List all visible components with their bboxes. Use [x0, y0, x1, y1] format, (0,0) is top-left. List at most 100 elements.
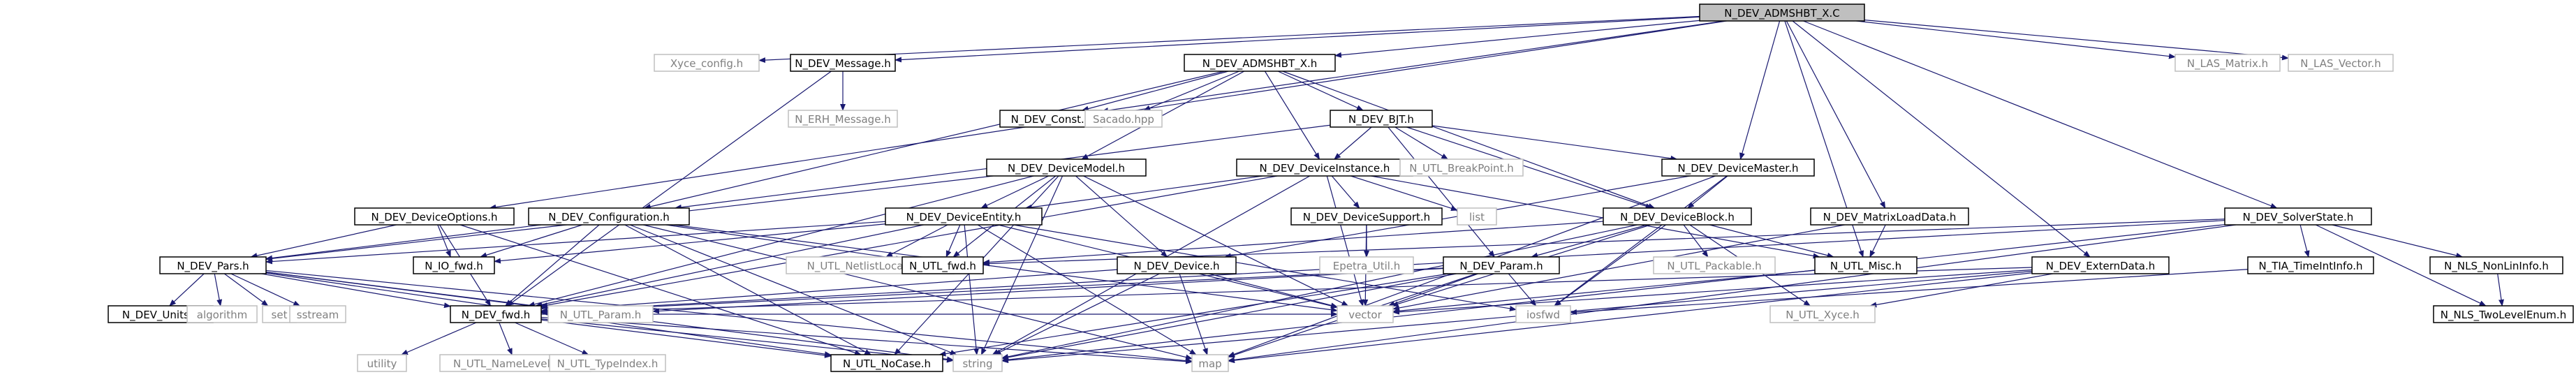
node-label: N_UTL_NameLevelKey.h	[453, 357, 577, 371]
node-label: algorithm	[197, 309, 247, 321]
node-io-fwd[interactable]: N_IO_fwd.h	[413, 256, 495, 274]
node-list: list	[1457, 207, 1497, 226]
node-nls-twolevelenum[interactable]: N_NLS_TwoLevelEnum.h	[2433, 305, 2574, 323]
edge-deviceoptions-to-io_fwd	[437, 224, 451, 258]
node-box	[885, 207, 1043, 226]
node-box	[1443, 256, 1560, 274]
node-map: map	[1191, 354, 1229, 372]
node-box	[2433, 305, 2574, 323]
edge-solverstate-to-utl_fwd	[982, 219, 2225, 267]
node-xyce-config: Xyce_config.h	[654, 54, 760, 72]
node-bjt[interactable]: N_DEV_BJT.h	[1330, 110, 1433, 128]
node-deviceinstance[interactable]: N_DEV_DeviceInstance.h	[1236, 158, 1413, 177]
edge-param-to-utl_param	[652, 267, 1444, 314]
node-deviceblock[interactable]: N_DEV_DeviceBlock.h	[1603, 207, 1752, 226]
node-box	[1814, 256, 1918, 274]
node-box	[1653, 256, 1776, 274]
node-string: string	[952, 354, 1003, 372]
node-box	[1603, 207, 1752, 226]
edge-matrixloaddata-to-utl_misc	[1869, 224, 1886, 258]
edge-bjt-to-devicemaster	[1431, 125, 1678, 161]
node-label: N_UTL_BreakPoint.h	[1409, 162, 1513, 175]
node-message[interactable]: N_DEV_Message.h	[790, 54, 896, 72]
edge-admshbt_h-to-deviceblock	[1282, 71, 1656, 209]
node-label: list	[1469, 211, 1485, 223]
node-utl-fwd[interactable]: N_UTL_fwd.h	[901, 256, 984, 274]
node-dev-fwd[interactable]: N_DEV_fwd.h	[450, 305, 542, 323]
node-utility: utility	[357, 354, 407, 372]
edge-deviceblock-to-utl_misc	[1709, 224, 1834, 258]
node-box	[159, 256, 267, 274]
edge-configuration-to-string	[629, 224, 957, 355]
node-device[interactable]: N_DEV_Device.h	[1117, 256, 1237, 274]
edge-bjt-to-deviceinstance	[1334, 126, 1372, 160]
edge-devicemodel-to-deviceentity	[980, 175, 1050, 209]
node-box	[1661, 158, 1815, 177]
node-box	[1515, 305, 1571, 323]
edge-pars-to-dev_fwd	[261, 273, 451, 309]
edge-configuration-to-map	[643, 224, 1193, 360]
edge-tia_timeintinfo-to-iosfwd	[1570, 269, 2249, 315]
node-deviceoptions[interactable]: N_DEV_DeviceOptions.h	[354, 207, 515, 226]
node-pars[interactable]: N_DEV_Pars.h	[159, 256, 267, 274]
edge-root-to-admshbt_h	[1334, 20, 1700, 58]
node-label: N_DEV_SolverState.h	[2243, 211, 2354, 224]
node-label: N_DEV_fwd.h	[462, 309, 531, 322]
edge-matrixloaddata-to-vector	[1392, 224, 1845, 311]
edge-externdata-to-map	[1228, 272, 2033, 364]
edge-configuration-to-dev_fwd	[505, 224, 600, 307]
edge-deviceinstance-to-deviceentity	[1024, 175, 1263, 210]
node-devicesupport[interactable]: N_DEV_DeviceSupport.h	[1290, 207, 1443, 226]
node-externdata[interactable]: N_DEV_ExternData.h	[2031, 256, 2170, 274]
edge-devicemodel-to-vector	[1083, 175, 1349, 307]
node-label: N_DEV_BJT.h	[1348, 113, 1414, 126]
node-devicemodel[interactable]: N_DEV_DeviceModel.h	[986, 158, 1147, 177]
edge-admshbt_h-to-deviceinstance	[1264, 71, 1320, 160]
node-label: N_DEV_DeviceInstance.h	[1260, 162, 1390, 175]
edge-solverstate-to-nls_nonlininfo	[2332, 224, 2464, 258]
node-sacado: Sacado.hpp	[1084, 110, 1163, 128]
node-nls-nonlininfo[interactable]: N_NLS_NonLinInfo.h	[2429, 256, 2563, 274]
node-box	[450, 305, 542, 323]
node-box	[1699, 3, 1865, 22]
node-param[interactable]: N_DEV_Param.h	[1443, 256, 1560, 274]
edge-configuration-to-io_fwd	[480, 224, 583, 258]
node-label: iosfwd	[1526, 309, 1560, 321]
node-label: sstream	[297, 309, 339, 321]
node-label: N_UTL_fwd.h	[909, 260, 976, 273]
edge-admshbt_h-to-const	[1081, 71, 1229, 112]
nodes-layer: N_DEV_ADMSHBT_X.C Xyce_config.h N_DEV_Mess…	[108, 3, 2574, 372]
node-matrixloaddata[interactable]: N_DEV_MatrixLoadData.h	[1810, 207, 1969, 226]
node-tia-timeintinfo[interactable]: N_TIA_TimeIntInfo.h	[2247, 256, 2374, 274]
node-solverstate[interactable]: N_DEV_SolverState.h	[2224, 207, 2372, 226]
edge-bjt-to-deviceblock	[1406, 126, 1653, 209]
edge-deviceblock-to-iosfwd	[1554, 224, 1666, 307]
node-label: N_DEV_DeviceOptions.h	[371, 211, 498, 224]
node-las-vector: N_LAS_Vector.h	[2288, 54, 2394, 72]
node-admshbt-h[interactable]: N_DEV_ADMSHBT_X.h	[1184, 54, 1336, 72]
node-devicemaster[interactable]: N_DEV_DeviceMaster.h	[1661, 158, 1815, 177]
node-utl-misc[interactable]: N_UTL_Misc.h	[1814, 256, 1918, 274]
node-nocase[interactable]: N_UTL_NoCase.h	[830, 354, 943, 372]
node-label: N_NLS_TwoLevelEnum.h	[2441, 309, 2566, 322]
node-label: N_DEV_Pars.h	[177, 260, 249, 273]
edge-root-to-message	[895, 16, 1700, 63]
node-typeindex: N_UTL_TypeIndex.h	[549, 354, 666, 372]
edge-externdata-to-vector	[1392, 269, 2033, 315]
node-label: N_DEV_Const.h	[1011, 113, 1091, 126]
edge-devicemodel-to-dev_fwd	[527, 175, 1034, 307]
node-configuration[interactable]: N_DEV_Configuration.h	[528, 207, 690, 226]
node-label: N_UTL_Misc.h	[1830, 260, 1901, 273]
edge-deviceentity-to-pars	[265, 221, 886, 265]
edge-deviceblock-to-param	[1531, 224, 1647, 258]
node-label: N_DEV_Units.h	[122, 309, 199, 322]
edge-deviceentity-to-io_fwd	[494, 223, 886, 264]
node-root[interactable]: N_DEV_ADMSHBT_X.C	[1699, 3, 1865, 22]
node-label: N_DEV_DeviceModel.h	[1008, 162, 1125, 175]
node-label: N_DEV_Message.h	[795, 57, 891, 71]
node-deviceentity[interactable]: N_DEV_DeviceEntity.h	[885, 207, 1043, 226]
edge-dev_fwd-to-map	[540, 316, 1193, 364]
node-label: N_DEV_DeviceBlock.h	[1620, 211, 1735, 224]
edge-root-to-externdata	[1792, 20, 2091, 258]
edge-device-to-dev_fwd	[540, 269, 1118, 313]
